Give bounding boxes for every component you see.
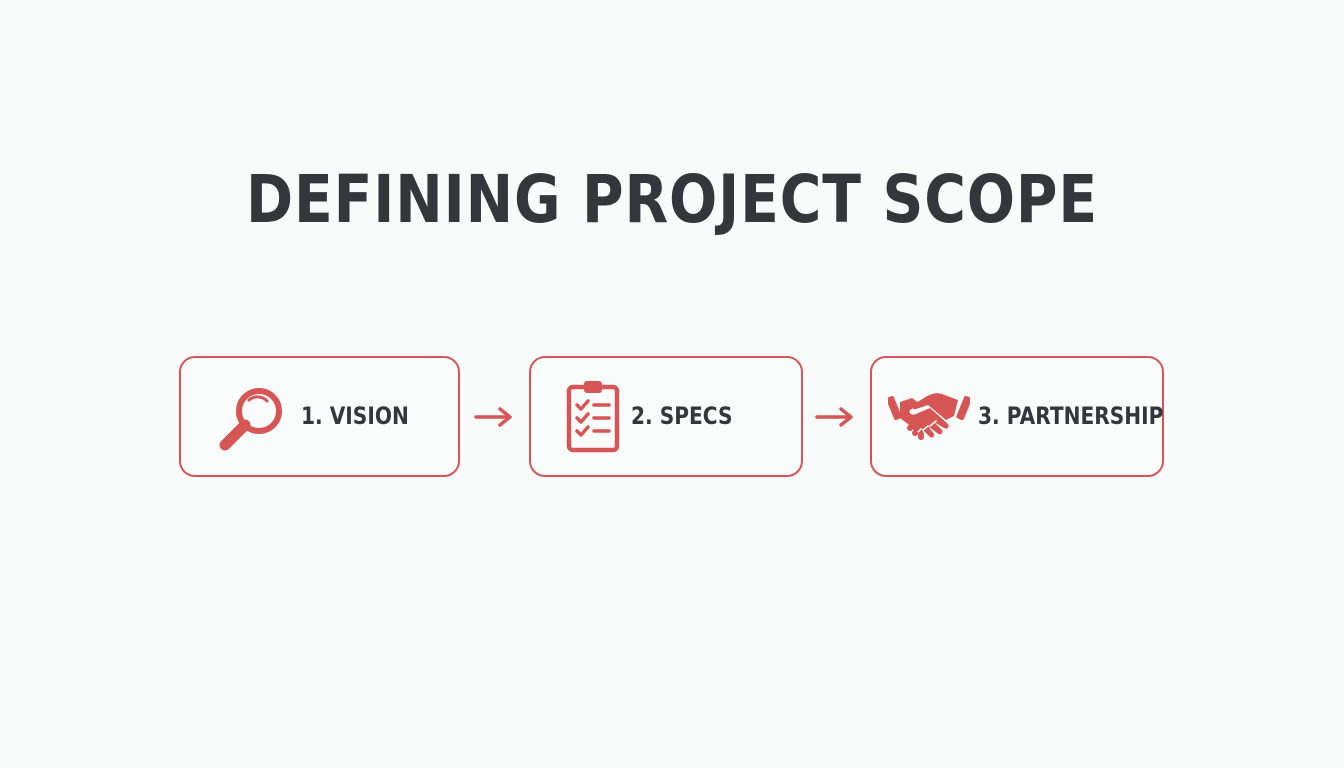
right-arrow-icon [815, 407, 853, 427]
step-box-partnership: 3. PARTNERSHIP [870, 356, 1164, 477]
step-label-specs: 2. SPECS [631, 402, 733, 430]
magnifying-glass-icon [219, 388, 282, 451]
diagram-title: DEFINING PROJECT SCOPE [246, 161, 1098, 238]
right-arrow-icon [474, 407, 512, 427]
step-box-specs: 2. SPECS [529, 356, 803, 477]
step-label-partnership: 3. PARTNERSHIP [978, 402, 1164, 430]
handshake-icon [888, 393, 970, 440]
clipboard-checklist-icon [566, 381, 620, 453]
step-label-vision: 1. VISION [301, 402, 409, 430]
step-box-vision: 1. VISION [179, 356, 460, 477]
